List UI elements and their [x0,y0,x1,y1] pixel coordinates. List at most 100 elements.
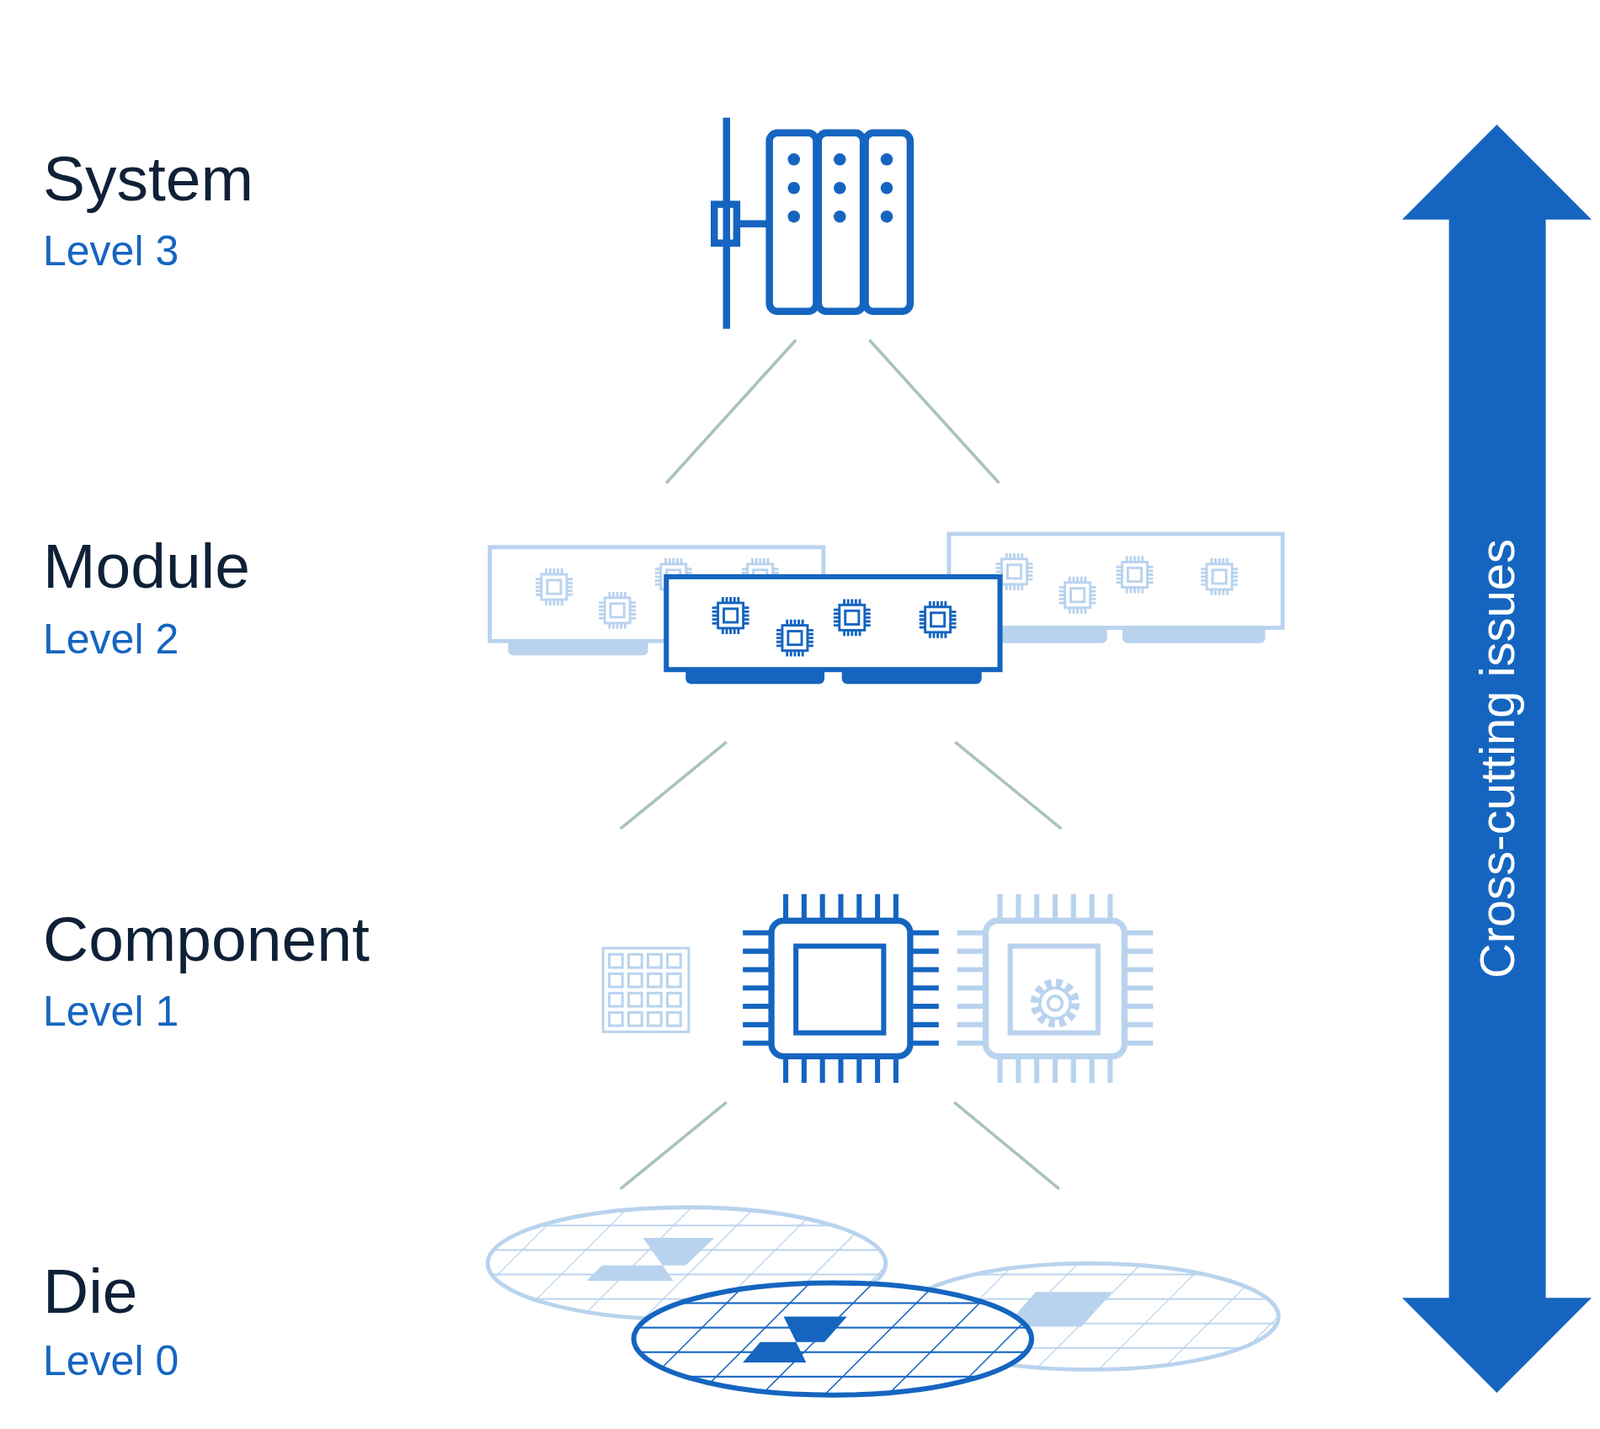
memory-grid-icon-part-part [666,1012,681,1026]
processor-chip-part-part [820,1056,826,1083]
controller-chip-part [1040,987,1071,1019]
level-connector-lines-part [620,741,1062,829]
memory-grid-icon-part-part [608,1012,623,1026]
controller-chip-part-part [1089,894,1095,922]
system-rack-icon-part [787,153,893,223]
system-rack-icon-part-part [787,181,800,195]
level-name: System [42,144,254,214]
memory-grid-icon-part-part [608,954,623,968]
memory-grid-icon-part-part [647,1012,662,1026]
memory-grid-icon-part [608,954,681,1026]
processor-chip-part-part [742,1022,772,1028]
processor-chip-part-part [837,894,843,922]
processor-chip-part-part [801,894,807,922]
system-rack-icon-part-part [880,153,894,166]
processor-chip-part-part [910,949,939,955]
processor-chip-part-part [893,894,899,922]
processor-chip-part [742,894,939,1083]
module-board-back-part-part [1059,576,1097,614]
controller-chip-part-part [1124,1040,1153,1046]
controller-chip-part-part [1034,1056,1040,1083]
system-rack-icon-part [736,219,768,227]
module-board-back-part-part [598,592,636,630]
wafer-back-left-part-part [586,1237,715,1281]
level-connector-lines-part [666,340,999,484]
module-boards [490,533,1284,684]
level-connector-lines [620,340,1062,1190]
module-board-front-part [666,576,1000,670]
wafer-front-part [633,1282,1032,1395]
level-name: Die [42,1256,139,1327]
double-arrow-fill [1402,124,1592,1393]
wafer-front-part-part [742,1316,848,1363]
module-board-front-part-part [919,601,957,639]
controller-chip-part-part [1124,985,1153,991]
memory-grid-icon-part-part [628,992,642,1007]
processor-chip-part-part [910,985,939,991]
processor-chip-part-part [910,1022,939,1028]
processor-chip-part-part [856,1056,862,1083]
controller-chip-part-part [1124,1022,1153,1028]
memory-grid-icon-part-part [608,973,623,987]
memory-grid-icon-part-part [666,973,681,987]
processor-chip-part-part [910,1003,939,1009]
controller-chip-part-part [1124,966,1153,972]
module-board-front-part-part [833,598,871,636]
memory-grid-icon-part-part [628,1012,642,1026]
module-board-front-part-part [776,619,814,657]
controller-chip-part-part [1124,949,1153,955]
memory-grid-icon-part-part [647,954,662,968]
controller-chip-part-part [957,1003,987,1009]
processor-chip-part-part [874,1056,880,1083]
level-number: Level 0 [42,1338,179,1385]
controller-chip-part-part [1015,1056,1021,1083]
system-rack-icon [714,117,911,330]
processor-chip-part-part [801,1056,807,1083]
processor-chip-part-part [910,966,939,972]
controller-chip-part-part [957,1040,987,1046]
system-rack-icon-part-part [880,210,894,224]
processor-chip-part-part [742,1040,772,1046]
controller-chip-part [1047,996,1062,1011]
processor-chip-part-part [893,1056,899,1083]
memory-grid-icon-part-part [608,992,623,1007]
processor-chip-part [771,920,911,1056]
system-rack-icon-part [714,204,737,244]
module-board-front-part-part [712,597,750,635]
controller-chip-part-part [1071,1056,1077,1083]
controller-chip-part-part [957,949,987,955]
system-rack-icon-part [723,117,731,330]
processor-chip-part-part [856,894,862,922]
processor-chip-part-part [910,930,939,936]
controller-chip-part [1010,946,1099,1034]
module-board-back-part-part [1200,558,1238,596]
controller-chip-part-part [1124,1003,1153,1009]
level-number: Level 3 [42,228,179,275]
level-name: Component [42,904,370,975]
controller-chip-part-part [1015,894,1021,922]
controller-chip-part-part [1124,930,1153,936]
system-rack-icon-part-part [833,181,847,195]
controller-chip-part-part [1107,1056,1113,1083]
memory-grid-icon-part [602,948,689,1032]
system-rack-icon-part-part [787,153,800,166]
system-rack-icon-part-part [833,153,847,166]
controller-chip-part-part [957,930,987,936]
controller-chip-part-part [957,966,987,972]
processor-chip-part-part [837,1056,843,1083]
wafer-front-part-part [622,1275,1041,1403]
controller-chip-part-part [1052,1056,1058,1083]
system-rack-icon-part-part [833,210,847,224]
system-rack-icon-part [769,133,817,312]
controller-chip-part-part [957,985,987,991]
processor-chip-part-part [742,949,772,955]
controller-chip-part-part [1107,894,1113,922]
controller-chip-part-part [1089,1056,1095,1083]
processor-chip-part [795,946,884,1034]
processor-chip-part-part [910,1040,939,1046]
wafer-front [622,1275,1041,1403]
memory-grid-icon-part-part [666,992,681,1007]
module-board-back-part [996,553,1238,614]
controller-chip [957,894,1154,1083]
